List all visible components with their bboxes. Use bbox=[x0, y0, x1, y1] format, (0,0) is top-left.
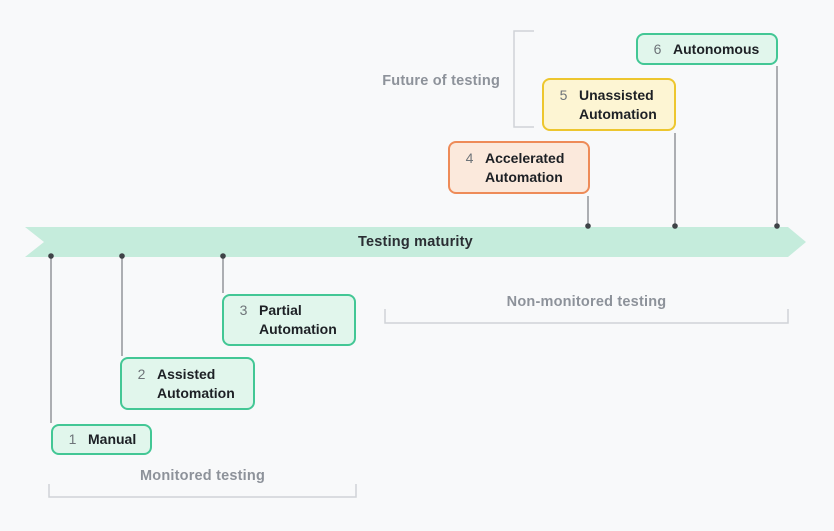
stage-box-manual: 1 Manual bbox=[51, 424, 152, 455]
monitored-bracket bbox=[48, 484, 357, 498]
stage-box-accelerated-automation: 4 Accelerated Automation bbox=[448, 141, 590, 194]
monitored-testing-label: Monitored testing bbox=[139, 468, 266, 484]
stage-box-autonomous: 6 Autonomous bbox=[636, 33, 778, 65]
stage-label: Manual bbox=[88, 431, 137, 447]
stage-label: Unassisted Automation bbox=[579, 86, 657, 122]
connector-dots bbox=[48, 223, 780, 259]
stage-number: 6 bbox=[653, 40, 662, 57]
stage-box-unassisted-automation: 5 Unassisted Automation bbox=[542, 78, 676, 131]
stage-label: Partial Automation bbox=[259, 302, 337, 337]
stage-box-assisted-automation: 2 Assisted Automation bbox=[120, 357, 255, 410]
connector-lines bbox=[50, 66, 778, 423]
future-of-testing-label: Future of testing bbox=[382, 73, 500, 89]
stage-label: Accelerated Automation bbox=[485, 149, 565, 185]
timeline-label: Testing maturity bbox=[358, 234, 473, 250]
stage-label: Assisted Automation bbox=[157, 365, 235, 401]
group-brackets bbox=[48, 30, 789, 498]
future-bracket bbox=[513, 30, 534, 128]
stage-number: 4 bbox=[465, 149, 474, 166]
stage-number: 1 bbox=[68, 431, 77, 447]
stage-number: 2 bbox=[137, 365, 146, 382]
non-monitored-testing-label: Non-monitored testing bbox=[506, 294, 667, 310]
stage-number: 3 bbox=[239, 302, 248, 318]
stage-label: Autonomous bbox=[673, 40, 760, 57]
stage-box-partial-automation: 3 Partial Automation bbox=[222, 294, 356, 346]
timeline-arrow bbox=[25, 227, 806, 257]
stage-number: 5 bbox=[559, 86, 568, 103]
non-monitored-bracket bbox=[384, 309, 789, 324]
